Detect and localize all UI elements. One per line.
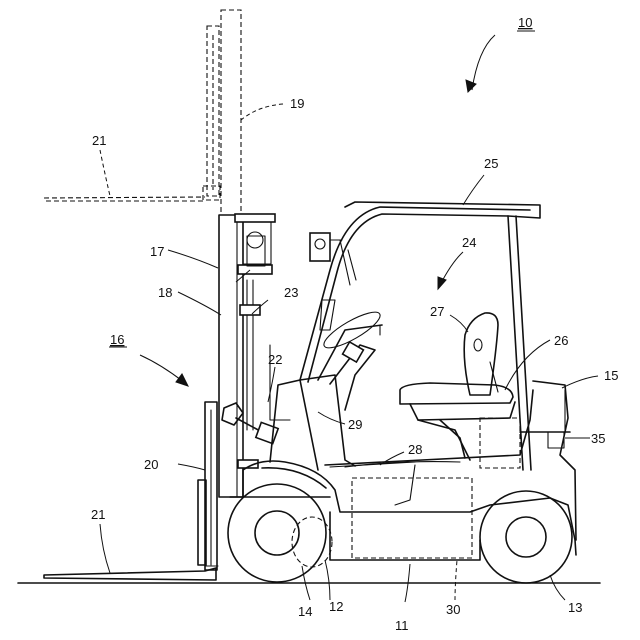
ref-20: 20: [144, 457, 158, 472]
raised-mast: [44, 10, 241, 215]
steering-assembly: [318, 300, 384, 410]
battery-box: [352, 478, 472, 558]
ref-15: 15: [604, 368, 618, 383]
ref-14: 14: [298, 604, 312, 619]
ref-27: 27: [430, 304, 444, 319]
controller-box: [480, 418, 520, 468]
ref-12: 12: [329, 599, 343, 614]
ref-21-lower: 21: [91, 507, 105, 522]
ref-28: 28: [408, 442, 422, 457]
ref-30: 30: [446, 602, 460, 617]
ref-16: 16: [110, 332, 124, 347]
ref-25: 25: [484, 156, 498, 171]
fork-carriage: [44, 402, 218, 580]
ref-17: 17: [150, 244, 164, 259]
ref-35: 35: [591, 431, 605, 446]
ref-10: 10: [518, 15, 532, 30]
rear-wheel: [480, 491, 572, 583]
ref-29: 29: [348, 417, 362, 432]
ref-11: 11: [395, 618, 409, 633]
ref-21-upper: 21: [92, 133, 106, 148]
pedal-lever: [395, 465, 415, 505]
mast: [219, 214, 275, 497]
front-wheel: [228, 484, 332, 582]
ref-13: 13: [568, 600, 582, 615]
ref-22: 22: [268, 352, 282, 367]
vehicle-body: [230, 375, 576, 560]
arrow-24: [438, 277, 446, 289]
ref-26: 26: [554, 333, 568, 348]
ref-23: 23: [284, 285, 298, 300]
ref-19: 19: [290, 96, 304, 111]
arrow-16: [176, 374, 188, 386]
operator-seat: [400, 313, 515, 460]
ref-18: 18: [158, 285, 172, 300]
arrow-10: [466, 80, 476, 92]
overhead-guard: [300, 202, 540, 470]
ref-24: 24: [462, 235, 476, 250]
